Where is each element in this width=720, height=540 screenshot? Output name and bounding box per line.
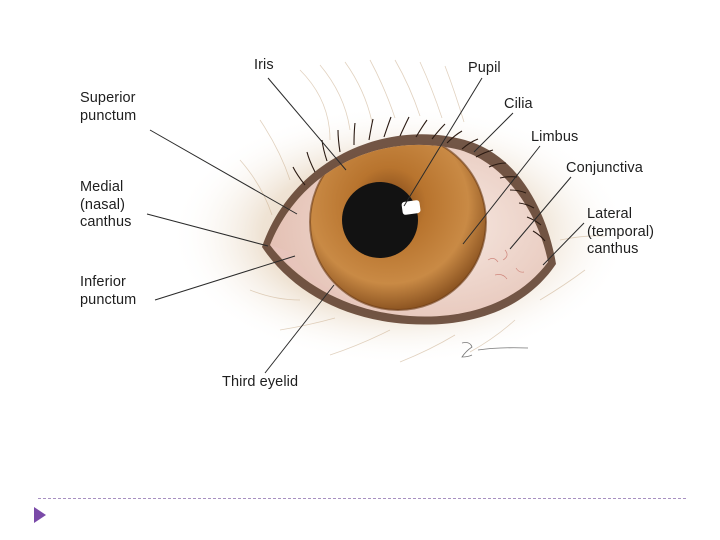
leader-superior-punctum [149, 129, 298, 215]
cilia [292, 116, 546, 242]
pupil-highlight [401, 200, 421, 215]
label-conjunctiva: Conjunctiva [566, 160, 643, 176]
leader-lines [146, 77, 585, 374]
leader-conjunctiva [509, 176, 572, 250]
footer-divider [38, 498, 686, 499]
leader-limbus [462, 145, 541, 245]
artist-signature [461, 342, 529, 358]
leader-pupil [403, 77, 483, 207]
label-medial-canthus: Medial (nasal) canthus [80, 179, 132, 230]
third-eyelid [270, 245, 360, 305]
label-lateral-canthus: Lateral (temporal) canthus [587, 206, 655, 257]
leader-inferior-punctum [154, 255, 296, 301]
leader-medial-canthus [146, 213, 269, 247]
label-limbus: Limbus [531, 129, 579, 145]
label-third-eyelid: Third eyelid [222, 374, 299, 390]
fur-strokes [239, 59, 606, 363]
label-iris: Iris [254, 57, 274, 73]
leader-lateral-canthus [542, 222, 585, 266]
pupil [342, 182, 418, 258]
triangle-right-icon [34, 507, 46, 523]
label-superior-punctum: Superior punctum [80, 90, 137, 124]
label-inferior-punctum: Inferior punctum [80, 274, 137, 308]
leader-cilia [473, 112, 514, 153]
label-cilia: Cilia [504, 96, 533, 112]
label-pupil: Pupil [468, 60, 501, 76]
conjunctiva-vessels [487, 249, 525, 280]
leader-iris [267, 77, 347, 171]
leader-third-eyelid [264, 284, 335, 374]
